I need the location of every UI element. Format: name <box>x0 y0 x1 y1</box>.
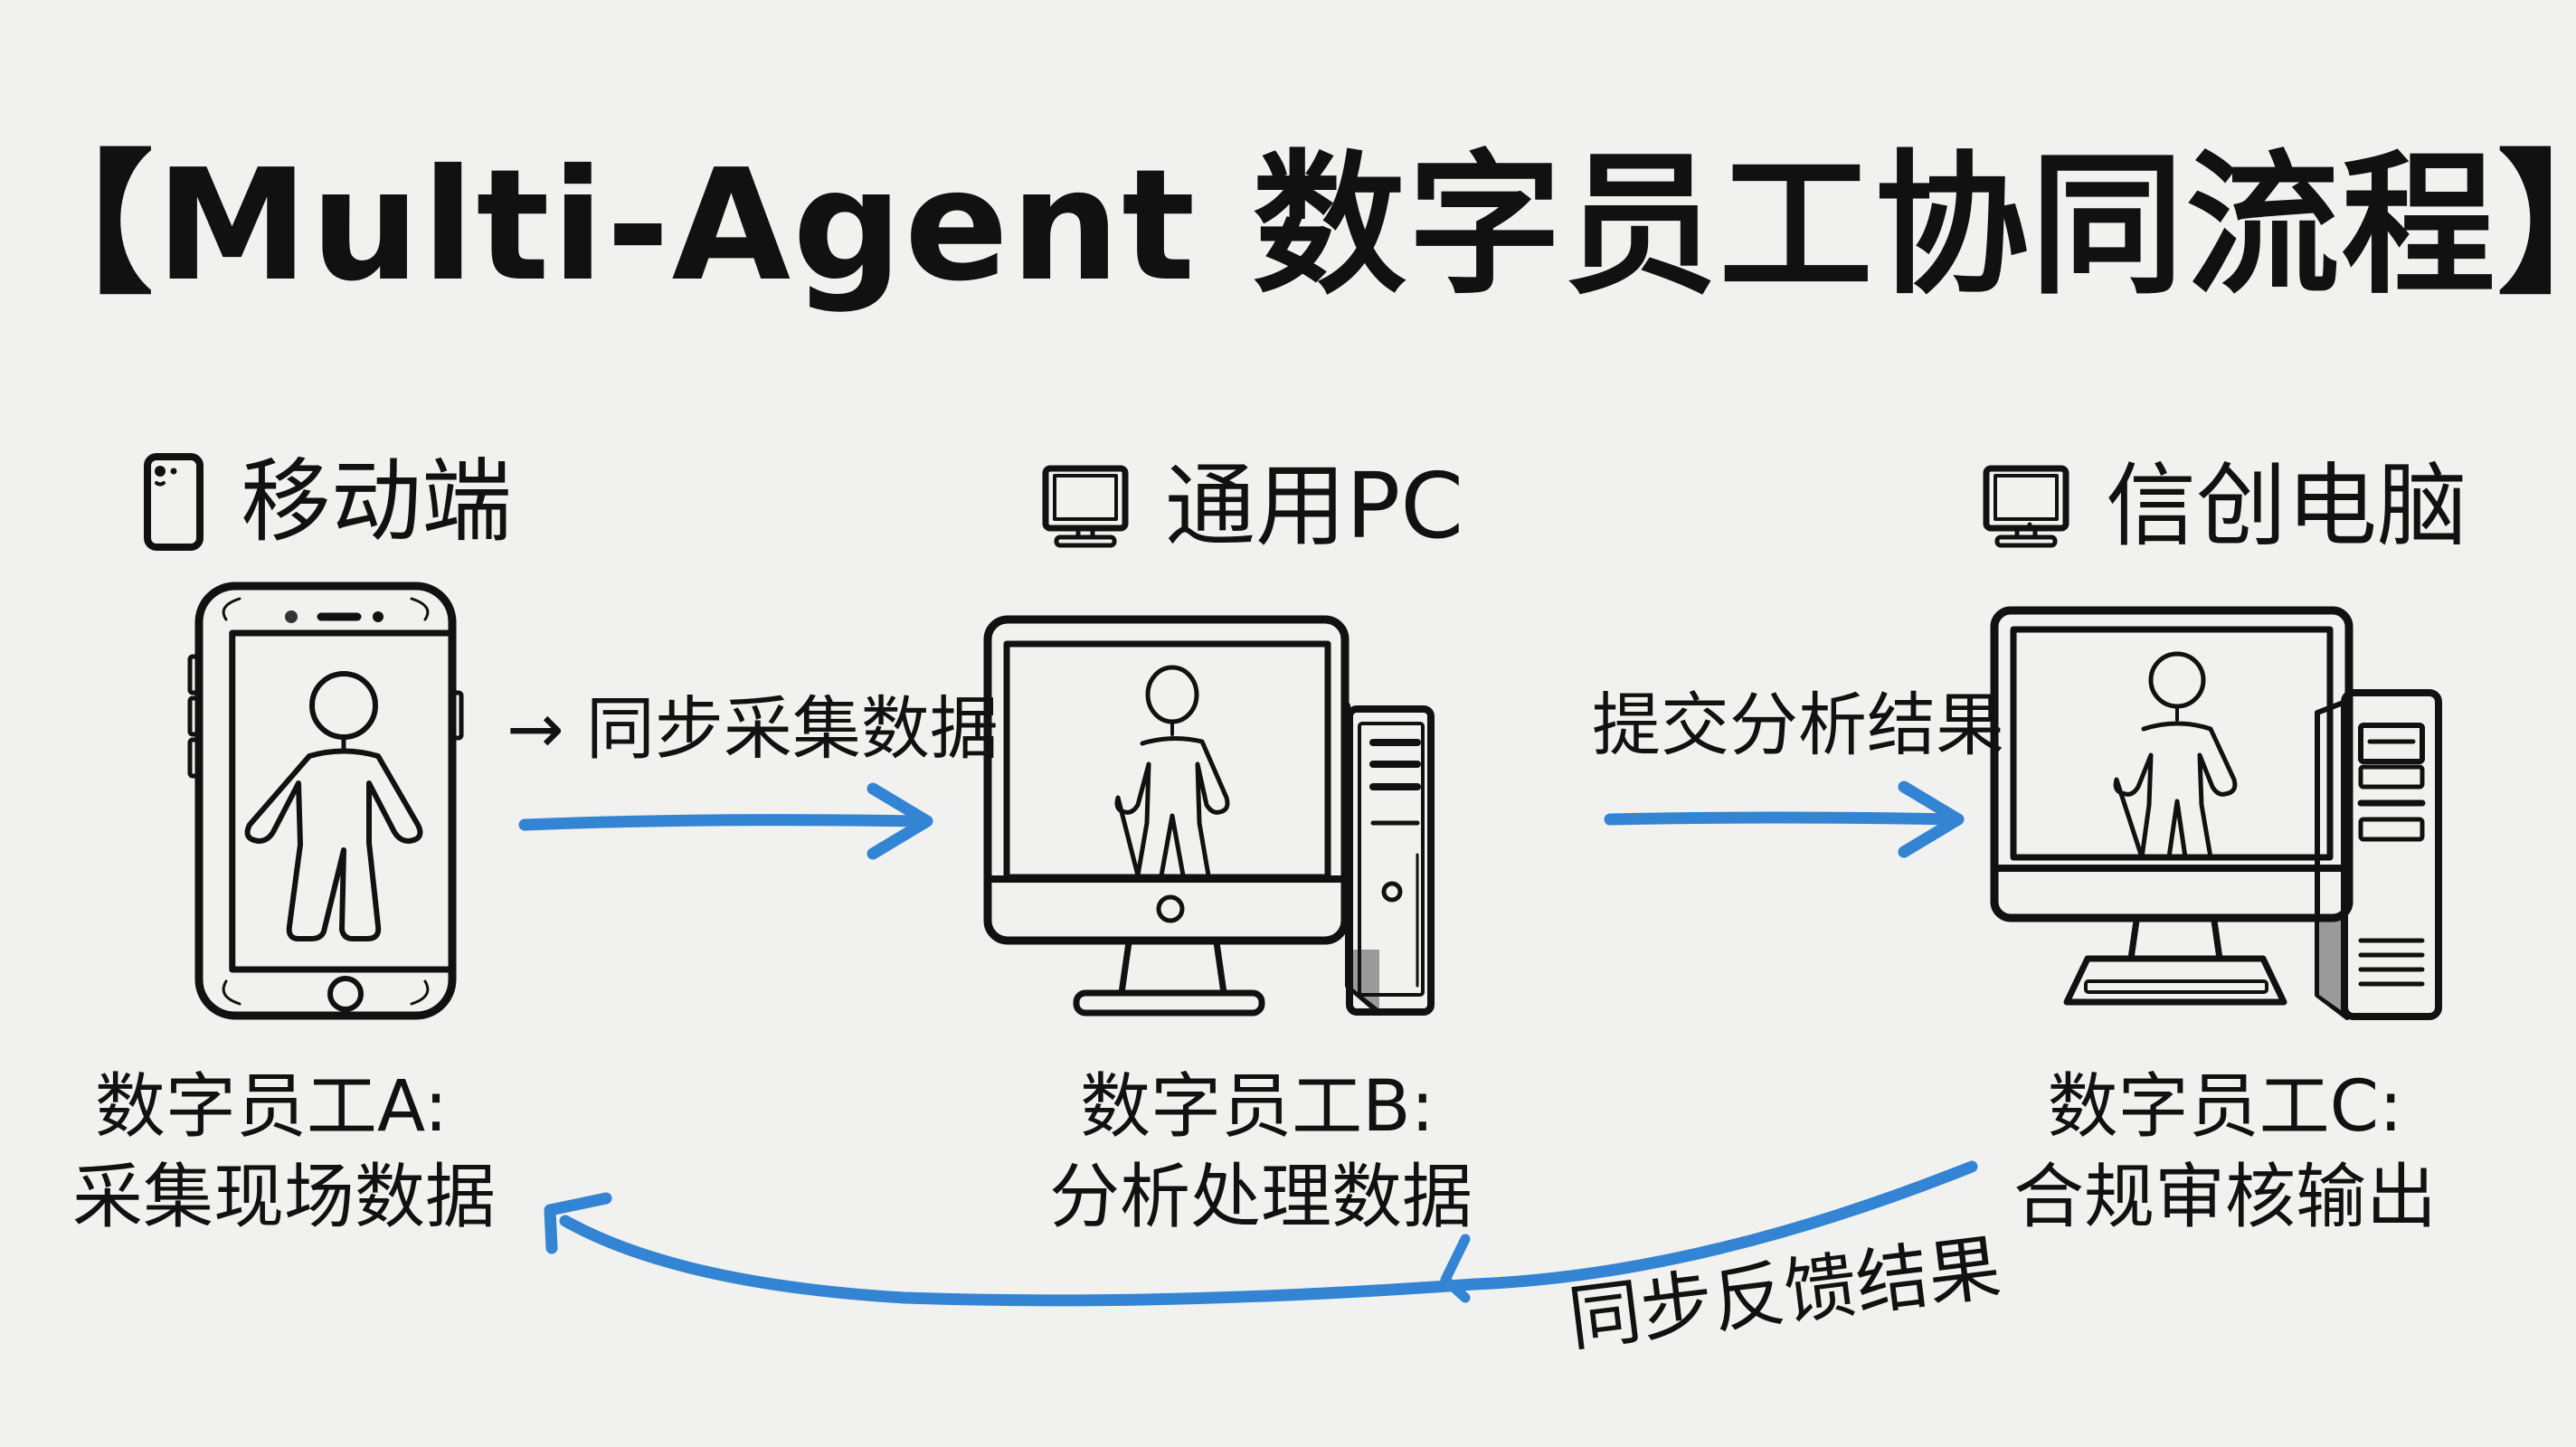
smartphone-illustration <box>187 582 464 1020</box>
desktop-pc-illustration <box>983 615 1435 1017</box>
person-icon <box>244 671 423 941</box>
device-label: 通用PC <box>1165 453 1464 559</box>
agent-task: 采集现场数据 <box>72 1156 497 1238</box>
agent-caption-xinchuang-pc: 数字员工C: 合规审核输出 <box>2008 1063 2442 1244</box>
agent-task: 合规审核输出 <box>2012 1156 2437 1238</box>
xinchuang-pc-illustration <box>1990 606 2442 1020</box>
person-icon <box>2113 651 2238 860</box>
agent-name: 数字员工A: <box>94 1066 449 1148</box>
page-title: 【Multi-Agent 数字员工协同流程】 <box>0 137 2576 316</box>
flow-arrow-2 <box>1604 780 1965 858</box>
flow-label-2: 提交分析结果 <box>1592 685 2004 765</box>
agent-name: 数字员工C: <box>2047 1066 2403 1148</box>
flow-label-1: → 同步采集数据 <box>507 688 999 769</box>
device-label: 移动端 <box>241 449 512 554</box>
agent-caption-mobile: 数字员工A: 采集现场数据 <box>72 1063 497 1244</box>
agent-task: 分析处理数据 <box>1049 1156 1473 1238</box>
smartphone-icon <box>144 453 204 551</box>
monitor-icon <box>1983 465 2069 548</box>
person-icon <box>1114 665 1230 878</box>
device-header-mobile: 移动端 <box>143 452 512 552</box>
device-header-xinchuang-pc: 信创电脑 <box>1983 461 2467 552</box>
monitor-icon <box>1042 465 1129 548</box>
device-label: 信创电脑 <box>2106 453 2467 559</box>
agent-caption-general-pc: 数字员工B: 分析处理数据 <box>1049 1063 1473 1244</box>
flow-arrow-1 <box>518 782 933 860</box>
agent-name: 数字员工B: <box>1080 1066 1435 1148</box>
flow-arrow-3 <box>544 1160 1978 1307</box>
device-header-general-pc: 通用PC <box>1042 461 1463 552</box>
